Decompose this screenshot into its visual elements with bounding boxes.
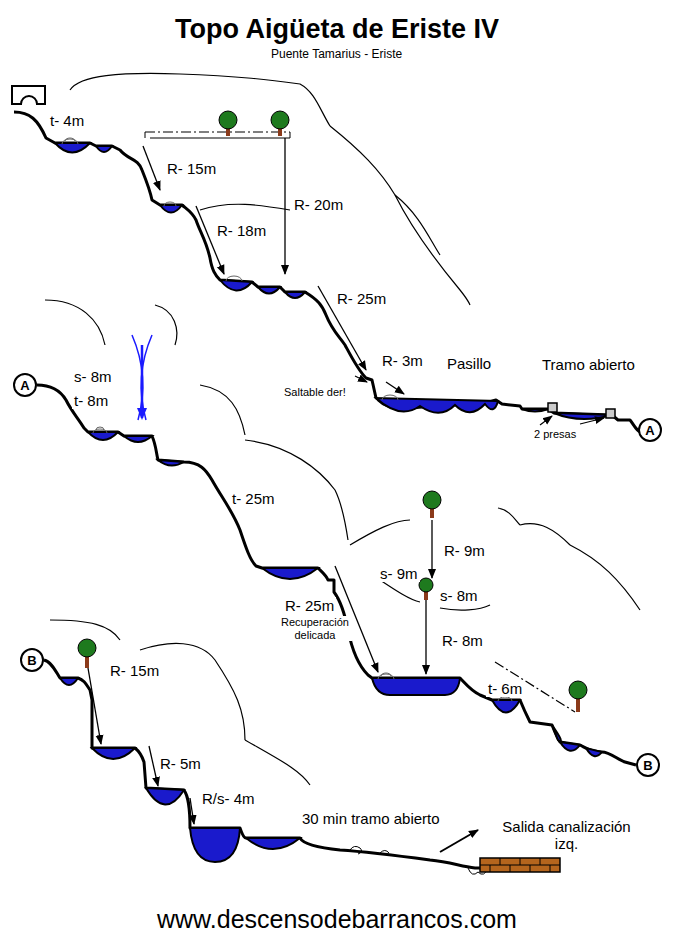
jump-label: s- 8m [72, 368, 114, 385]
connector-circle: B [636, 753, 660, 777]
rappel-label: R- 9m [442, 542, 487, 559]
rappel-label: R/s- 4m [200, 790, 257, 807]
descent-label: t- 4m [48, 112, 86, 129]
rappel-label: R- 5m [158, 755, 203, 772]
connector-letter: B [643, 759, 652, 772]
connector-letter: A [20, 379, 29, 392]
website-caption: www.descensodebarrancos.com [155, 905, 519, 934]
rappel-label: R- 20m [292, 196, 345, 213]
rappel-label: R- 3m [380, 352, 425, 369]
jump-label: s- 9m [378, 565, 420, 582]
section-label: Pasillo [445, 355, 493, 372]
section-label: 30 min tramo abierto [300, 810, 442, 827]
connector-circle: A [638, 418, 662, 442]
connector-circle: A [13, 373, 37, 397]
rappel-label: R- 25m [283, 597, 336, 614]
descent-label: t- 6m [486, 680, 524, 697]
subtitle: Puente Tamarius - Eriste [269, 48, 404, 62]
descent-label: t- 8m [72, 392, 110, 409]
rappel-label: R- 15m [165, 160, 218, 177]
diagram-title: Topo Aigüeta de Eriste IV [173, 14, 501, 45]
note-label: 2 presas [532, 428, 578, 441]
rappel-label: R- 18m [215, 222, 268, 239]
rappel-label: R- 8m [440, 632, 485, 649]
exit-label: Salida canalización izq. [492, 818, 641, 853]
note-label: Saltable der! [282, 386, 348, 399]
connector-circle: B [20, 648, 44, 672]
descent-label: t- 25m [230, 490, 277, 507]
rappel-label: R- 15m [108, 662, 161, 679]
note-label: Recuperación delicada [278, 616, 352, 641]
section-label: Tramo abierto [540, 356, 637, 373]
connector-letter: B [27, 654, 36, 667]
rappel-label: R- 25m [335, 290, 388, 307]
jump-label: s- 8m [438, 587, 480, 604]
connector-letter: A [645, 424, 654, 437]
